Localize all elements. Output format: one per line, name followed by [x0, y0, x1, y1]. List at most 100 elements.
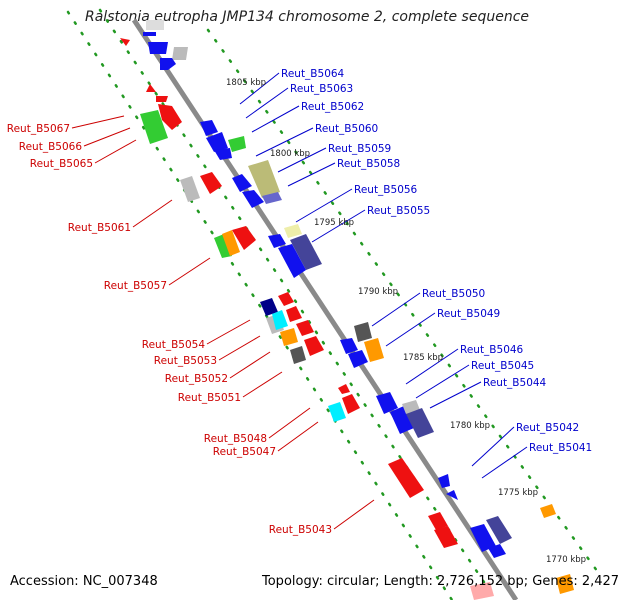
gene-arrow-blue[interactable]	[446, 490, 458, 500]
map-title: Ralstonia eutropha JMP134 chromosome 2, …	[85, 9, 530, 25]
gene-arrow-white[interactable]	[146, 20, 164, 30]
gene-arrow-red[interactable]	[232, 226, 256, 250]
reverse-gene-label[interactable]: Reut_B5057	[104, 280, 167, 292]
gene-block-green[interactable]	[214, 234, 232, 258]
gene-arrow-blue[interactable]	[232, 174, 252, 192]
kbp-mark-label: 1805 kbp	[226, 78, 266, 88]
reverse-leader-line	[206, 319, 251, 345]
gene-arrow-blue[interactable]	[160, 58, 176, 70]
gene-block-cyan[interactable]	[272, 310, 288, 330]
gene-arrow-green[interactable]	[140, 110, 168, 144]
gene-arrow-green[interactable]	[228, 136, 246, 152]
reverse-leader-line	[268, 407, 311, 439]
gene-arrow-red[interactable]	[286, 306, 302, 322]
gene-block-orange[interactable]	[364, 338, 384, 362]
reverse-gene-label[interactable]: Reut_B5067	[7, 123, 70, 135]
gene-block-orange[interactable]	[222, 230, 240, 256]
forward-gene-label[interactable]: Reut_B5056	[354, 184, 418, 196]
gene-arrow-red[interactable]	[156, 96, 168, 102]
forward-leader-line	[471, 426, 515, 467]
gene-arrow-red[interactable]	[342, 394, 360, 414]
gene-arrow-red[interactable]	[120, 38, 130, 46]
forward-gene-label[interactable]: Reut_B5049	[437, 308, 500, 320]
forward-gene-labels: Reut_B5064Reut_B5063Reut_B5062Reut_B5060…	[281, 68, 592, 454]
reverse-gene-label[interactable]: Reut_B5061	[68, 222, 131, 234]
gene-block-navy[interactable]	[260, 298, 278, 316]
reverse-gene-label[interactable]: Reut_B5047	[213, 446, 276, 458]
gene-block-yellow[interactable]	[284, 224, 302, 238]
gene-block-grey[interactable]	[354, 322, 372, 342]
forward-gene-label[interactable]: Reut_B5046	[460, 344, 524, 356]
kbp-mark-label: 1795 kbp	[314, 218, 354, 228]
gene-block-grey[interactable]	[290, 346, 306, 364]
gene-arrow-red[interactable]	[388, 458, 424, 498]
reverse-gene-label[interactable]: Reut_B5048	[204, 433, 267, 445]
reverse-gene-label[interactable]: Reut_B5054	[142, 339, 206, 351]
forward-leader-line	[385, 312, 436, 347]
gene-block-purple[interactable]	[406, 408, 434, 438]
gene-arrow-red[interactable]	[296, 320, 314, 336]
gene-arrow-red[interactable]	[304, 336, 324, 356]
gene-arrow-blue[interactable]	[470, 524, 496, 552]
gene-block-pink[interactable]	[470, 582, 494, 600]
gene-block-purple[interactable]	[262, 192, 282, 204]
gene-arrow-blue[interactable]	[214, 148, 232, 160]
forward-gene-label[interactable]: Reut_B5058	[337, 158, 400, 170]
gene-arrow-grey[interactable]	[172, 47, 188, 60]
gene-arrow-blue[interactable]	[390, 406, 414, 434]
gene-arrow-red[interactable]	[338, 384, 350, 394]
gene-arrow-blue[interactable]	[143, 32, 156, 36]
gene-arrow-blue[interactable]	[438, 474, 450, 488]
reverse-leader-line	[218, 335, 261, 361]
gene-arrow-blue[interactable]	[242, 190, 264, 208]
gene-arrow-blue[interactable]	[148, 42, 168, 54]
forward-gene-label[interactable]: Reut_B5045	[471, 360, 534, 372]
gene-arrow-blue[interactable]	[340, 338, 358, 354]
gene-arrow-blue[interactable]	[348, 350, 368, 368]
gene-block-orange[interactable]	[556, 574, 574, 594]
forward-gene-label[interactable]: Reut_B5041	[529, 442, 592, 454]
gene-arrow-red[interactable]	[158, 104, 182, 130]
forward-leader-line	[429, 381, 482, 409]
reverse-gene-label[interactable]: Reut_B5066	[19, 141, 83, 153]
gene-arrow-blue[interactable]	[278, 244, 306, 278]
gene-block-grey[interactable]	[180, 176, 200, 202]
gene-block-olive[interactable]	[248, 160, 280, 198]
reverse-leader-line	[168, 257, 211, 286]
gene-block-purple[interactable]	[290, 234, 322, 270]
gene-block-orange[interactable]	[540, 504, 556, 518]
gene-arrow-blue[interactable]	[488, 544, 506, 558]
reverse-gene-label[interactable]: Reut_B5051	[178, 392, 241, 404]
kbp-mark-label: 1800 kbp	[270, 149, 310, 159]
gene-arrow-blue[interactable]	[206, 132, 228, 152]
gene-block-orange[interactable]	[280, 328, 298, 346]
forward-gene-label[interactable]: Reut_B5064	[281, 68, 345, 80]
forward-gene-label[interactable]: Reut_B5059	[328, 143, 391, 155]
gene-arrow-red[interactable]	[146, 84, 156, 92]
forward-leader-line	[239, 72, 280, 105]
gene-arrow-blue[interactable]	[200, 120, 218, 136]
gene-arrow-blue[interactable]	[268, 234, 286, 248]
reverse-gene-label[interactable]: Reut_B5053	[154, 355, 217, 367]
reverse-gene-label[interactable]: Reut_B5052	[165, 373, 228, 385]
gene-arrow-red[interactable]	[278, 292, 294, 306]
reverse-gene-label[interactable]: Reut_B5065	[30, 158, 93, 170]
reverse-gene-labels: Reut_B5067Reut_B5066Reut_B5065Reut_B5061…	[7, 123, 332, 536]
gene-arrow-blue[interactable]	[376, 392, 398, 414]
forward-gene-label[interactable]: Reut_B5042	[516, 422, 579, 434]
forward-gene-label[interactable]: Reut_B5050	[422, 288, 485, 300]
gene-block-purple[interactable]	[486, 516, 512, 544]
forward-gene-label[interactable]: Reut_B5060	[315, 123, 378, 135]
forward-leader-line	[245, 87, 289, 119]
reverse-gene-label[interactable]: Reut_B5043	[269, 524, 332, 536]
forward-gene-label[interactable]: Reut_B5062	[301, 101, 364, 113]
label-leaders	[71, 72, 528, 530]
forward-gene-label[interactable]: Reut_B5044	[483, 377, 547, 389]
gene-arrow-red[interactable]	[200, 172, 222, 194]
forward-gene-label[interactable]: Reut_B5063	[290, 83, 353, 95]
gene-arrow-red[interactable]	[434, 526, 458, 548]
gene-block-cyan[interactable]	[328, 402, 346, 422]
gene-arrow-red[interactable]	[428, 512, 448, 530]
forward-gene-label[interactable]: Reut_B5055	[367, 205, 430, 217]
dotted-guides	[66, 8, 602, 600]
